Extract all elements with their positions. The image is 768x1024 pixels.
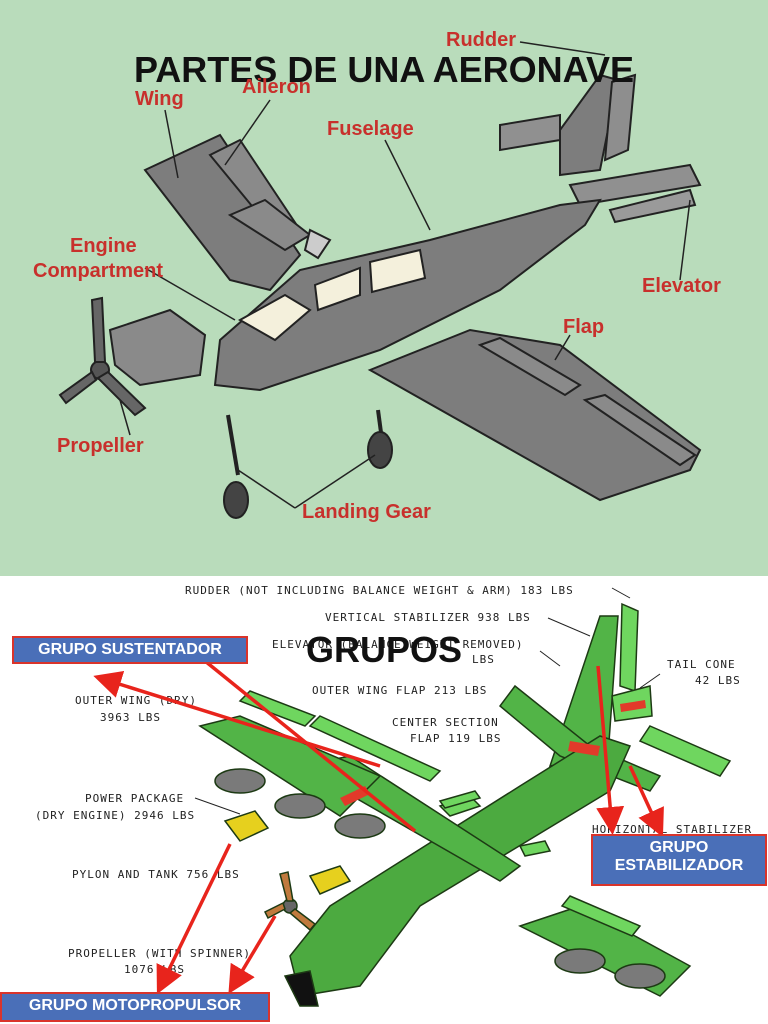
spec-tail-cone: TAIL CONE <box>667 658 736 671</box>
rudder-green <box>619 602 639 693</box>
grupo-estabilizador-label: GRUPO ESTABILIZADOR <box>591 834 767 886</box>
fuselage-shape <box>213 198 602 392</box>
label-engine: Engine <box>70 235 137 257</box>
power-package-2 <box>308 865 352 895</box>
stabilizer-right <box>568 163 702 207</box>
grupo-motopropulsor-label: GRUPO MOTOPROPULSOR <box>0 992 270 1022</box>
cargo-plane-illustration <box>198 602 732 1007</box>
label-flap: Flap <box>563 316 604 338</box>
aircraft-parts-panel: PARTES DE UNA AERONAVE Rudder Wing Ailer… <box>0 0 768 576</box>
spec-elevator: ELEVATOR (BALANCE WEIGHT REMOVED) <box>272 638 524 651</box>
engine-cowling <box>108 308 207 387</box>
groups-title: GRUPOS <box>306 629 462 670</box>
spec-power-package: POWER PACKAGE <box>85 792 184 805</box>
propeller-blade-up <box>90 296 107 363</box>
engine-nacelle-3 <box>334 813 386 839</box>
loose-flap-2 <box>518 840 552 857</box>
engine-nacelle-2 <box>274 793 326 819</box>
wing-left <box>143 133 302 292</box>
propeller-blade-left <box>58 370 98 405</box>
label-rudder: Rudder <box>446 29 516 51</box>
prop-assembly <box>303 228 332 260</box>
grupo-sustentador-label: GRUPO SUSTENTADOR <box>12 636 248 664</box>
elevator-green <box>638 725 732 777</box>
label-wing: Wing <box>135 88 184 110</box>
spec-center-flap: CENTER SECTION <box>392 716 499 729</box>
spec-horizontal-stabilizer: HORIZONTAL STABILIZER <box>592 823 752 836</box>
propeller-blade-down <box>96 370 147 417</box>
power-package-1 <box>223 810 270 842</box>
aircraft-parts-diagram: PARTES DE UNA AERONAVE Rudder Wing Ailer… <box>33 29 721 523</box>
grupo-estabilizador-line2: ESTABILIZADOR <box>614 857 744 874</box>
spec-pylon: PYLON AND TANK 756 LBS <box>72 868 240 881</box>
label-compartment: Compartment <box>33 260 163 282</box>
label-elevator: Elevator <box>642 275 721 297</box>
nose-wheel <box>223 481 249 519</box>
elevator-part <box>608 188 697 224</box>
fuselage-green <box>289 735 632 997</box>
aircraft-parts-title: PARTES DE UNA AERONAVE <box>134 49 634 90</box>
right-flap <box>560 895 642 937</box>
prop-blade-a <box>279 871 294 902</box>
leader-lines-bottom <box>194 587 661 815</box>
stabilizer-shape <box>499 113 561 152</box>
arrow-sustentador-to-center <box>203 659 417 833</box>
red-accent-2 <box>568 741 600 756</box>
label-landing-gear: Landing Gear <box>302 501 431 523</box>
spec-propeller-weight: 1076 LBS <box>124 963 185 976</box>
cabin-window-1 <box>313 266 361 312</box>
arrow-sustentador-to-wing <box>93 670 381 768</box>
arrow-motopropulsor-prop <box>228 915 277 995</box>
engine-nacelle-4 <box>554 948 606 974</box>
arrow-motopropulsor-engine <box>156 843 232 995</box>
spec-outer-wing-weight: 3963 LBS <box>100 711 161 724</box>
label-aileron: Aileron <box>242 76 311 98</box>
spec-rudder: RUDDER (NOT INCLUDING BALANCE WEIGHT & A… <box>185 584 574 597</box>
spec-power-package-weight: (DRY ENGINE) 2946 LBS <box>35 809 195 822</box>
aileron-right <box>582 393 697 467</box>
rudder-part <box>603 73 637 162</box>
spec-outer-wing-flap: OUTER WING FLAP 213 LBS <box>312 684 487 697</box>
spec-outer-wing: OUTER WING (DRY) <box>75 694 197 707</box>
red-accent-1 <box>340 786 370 806</box>
main-wheel <box>367 431 393 469</box>
nose-cone <box>283 970 319 1007</box>
flap-right <box>477 336 582 397</box>
airplane-illustration <box>58 73 702 519</box>
aircraft-groups-diagram: RUDDER (NOT INCLUDING BALANCE WEIGHT & A… <box>35 584 752 1007</box>
prop-blade-b <box>288 908 317 932</box>
grupo-estabilizador-line1: GRUPO <box>649 839 709 856</box>
engine-nacelle-1 <box>214 768 266 794</box>
label-fuselage: Fuselage <box>327 118 414 140</box>
label-propeller: Propeller <box>57 435 144 457</box>
spec-center-flap-weight: FLAP 119 LBS <box>410 732 501 745</box>
loose-flap-1 <box>438 790 482 809</box>
cabin-window-2 <box>368 248 427 294</box>
spec-tail-cone-weight: 42 LBS <box>695 674 741 687</box>
aircraft-groups-panel: RUDDER (NOT INCLUDING BALANCE WEIGHT & A… <box>0 576 768 1024</box>
wing-right <box>367 328 702 502</box>
outer-flap-left <box>308 715 442 782</box>
arrow-estabilizador-rudder <box>596 665 625 835</box>
windshield <box>237 293 312 342</box>
arrow-estabilizador-stab <box>628 765 664 838</box>
red-accent-3 <box>620 700 646 712</box>
nose-gear-strut <box>226 414 240 476</box>
engine-nacelle-5 <box>614 963 666 989</box>
group-arrows <box>93 659 664 995</box>
wing-flap-top <box>238 690 317 727</box>
spec-vertical-stabilizer: VERTICAL STABILIZER 938 LBS <box>325 611 531 624</box>
prop-blade-c <box>263 901 286 920</box>
leader-lines <box>119 41 691 509</box>
spec-propeller: PROPELLER (WITH SPINNER) <box>68 947 251 960</box>
spec-elevator-weight: LBS <box>472 653 495 666</box>
